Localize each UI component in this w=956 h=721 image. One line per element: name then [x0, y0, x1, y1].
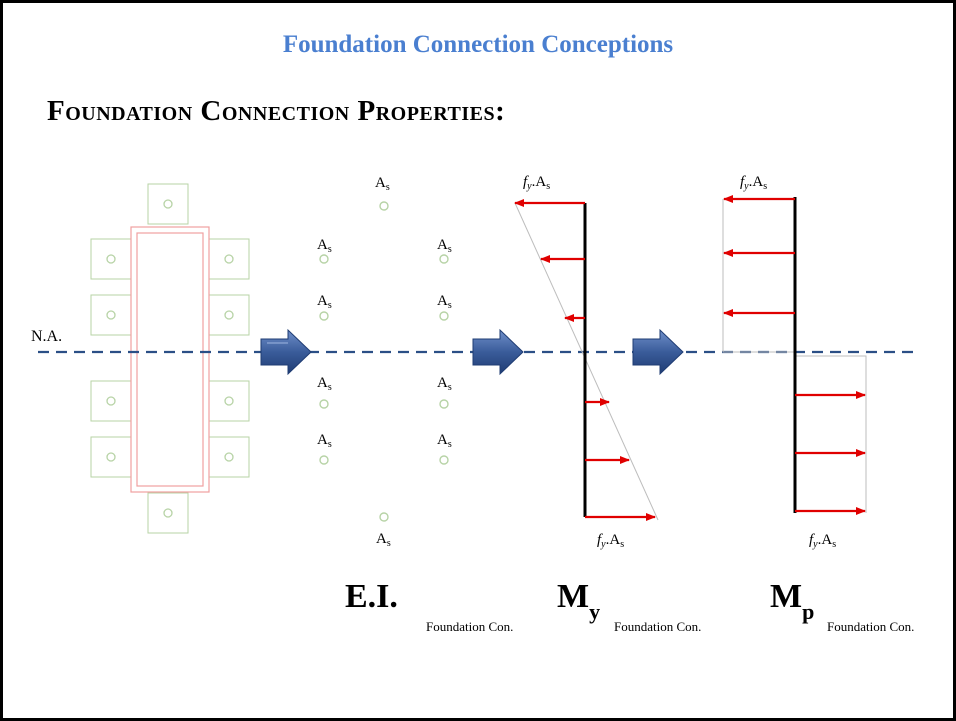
bar-label: As: [437, 293, 452, 311]
yield-moment-diagram: fy.As fy.As: [514, 174, 659, 550]
bar-layout: As As As As As As As As As As: [317, 175, 452, 549]
bolt-holes: [106, 199, 234, 518]
block-arrow-3: [632, 328, 684, 376]
connection-plan: [90, 183, 250, 534]
bar-label: As: [375, 175, 390, 193]
block-arrow-1: [260, 328, 312, 376]
panel-symbol-my: My: [557, 578, 600, 624]
bar-label: As: [317, 237, 332, 255]
panel-captions: E.I. Foundation Con. My Foundation Con. …: [345, 578, 914, 634]
panel-symbol-ei: E.I.: [345, 578, 398, 615]
column-section: [130, 226, 210, 493]
panel-symbol-mp: Mp: [770, 578, 814, 624]
force-arrows: [723, 195, 866, 515]
foundation-diagram: N.A. A: [31, 174, 915, 634]
panel-caption: Foundation Con.: [426, 619, 513, 634]
bar-label: As: [437, 237, 452, 255]
force-label: fy.As: [809, 532, 836, 550]
panel-caption: Foundation Con.: [614, 619, 701, 634]
force-label: fy.As: [740, 174, 767, 192]
bar-label: As: [437, 432, 452, 450]
bolt-pads: [90, 183, 250, 534]
force-arrows: [514, 199, 656, 521]
bar-markers: [319, 201, 449, 522]
force-labels: fy.As fy.As: [523, 174, 624, 550]
bar-label: As: [317, 432, 332, 450]
force-label: fy.As: [523, 174, 550, 192]
block-arrow-2: [472, 328, 524, 376]
bar-labels: As As As As As As As As As As: [317, 175, 452, 549]
section-heading: Foundation Connection Properties:: [47, 95, 506, 127]
bar-label: As: [437, 375, 452, 393]
bar-label: As: [376, 531, 391, 549]
plastic-moment-diagram: fy.As fy.As: [722, 174, 867, 550]
bar-label: As: [317, 375, 332, 393]
panel-caption: Foundation Con.: [827, 619, 914, 634]
force-labels: fy.As fy.As: [740, 174, 836, 550]
force-label: fy.As: [597, 532, 624, 550]
page-title: Foundation Connection Conceptions: [282, 31, 674, 58]
neutral-axis-label: N.A.: [31, 328, 62, 345]
bar-label: As: [317, 293, 332, 311]
